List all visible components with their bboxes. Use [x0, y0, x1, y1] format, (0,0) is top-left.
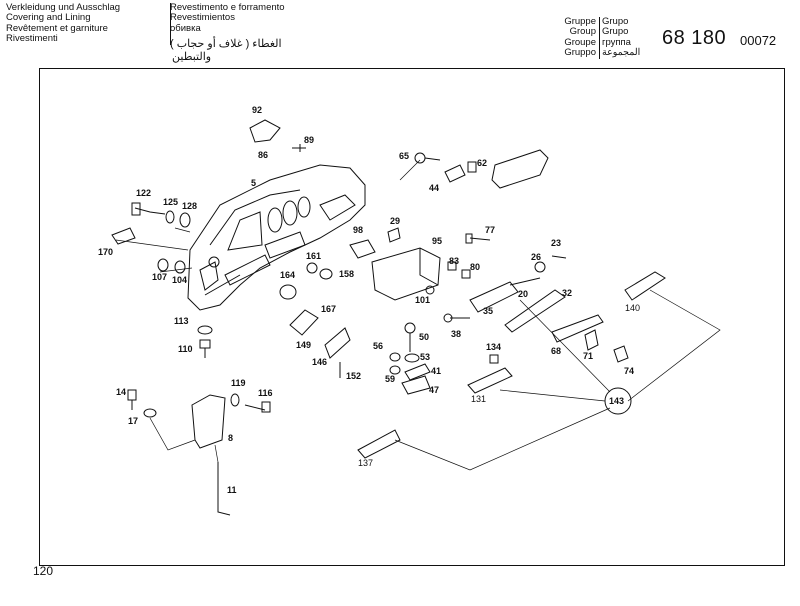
- part-label: 71: [583, 351, 593, 361]
- part-label: 131: [471, 394, 486, 404]
- title-line-de: Verkleidung und Ausschlag: [6, 2, 121, 13]
- part-label: 116: [258, 388, 273, 398]
- title-line-es: Revestimientos: [170, 12, 235, 24]
- part-label: 14: [116, 387, 126, 397]
- page-number: 120: [33, 564, 54, 578]
- title-multilingual-left: Verkleidung und Ausschlag Covering and L…: [6, 2, 171, 45]
- part-label: 149: [296, 340, 311, 350]
- part-label: 20: [518, 289, 528, 299]
- title-multilingual-right: Revestimento e forramento Revestimientos…: [170, 2, 285, 34]
- part-label: 59: [385, 374, 395, 384]
- part-label: 143: [609, 396, 624, 406]
- group-number: 68 180: [662, 27, 727, 49]
- part-label: 74: [624, 366, 634, 376]
- title-line-fr: Revêtement et garniture: [6, 22, 108, 34]
- part-label: 128: [182, 201, 197, 211]
- parts-drawings: [111, 119, 666, 516]
- part-label: 83: [449, 256, 459, 266]
- part-label: 11: [227, 485, 237, 495]
- part-label: 119: [231, 378, 246, 388]
- group-label-ru: группа: [602, 36, 631, 48]
- part-label: 41: [431, 366, 441, 376]
- dashboard-body-drawing: [187, 164, 366, 311]
- part-label: 113: [174, 316, 189, 326]
- part-label: 152: [346, 371, 361, 381]
- part-label: 35: [483, 306, 493, 316]
- part-label: 5: [251, 178, 256, 188]
- part-label: 26: [531, 252, 541, 262]
- part-label: 65: [399, 151, 409, 161]
- group-label-left: Gruppe Group Groupe Gruppo: [562, 16, 600, 59]
- title-line-ar-1: الغطاء ( غلاف أو حجاب ): [170, 38, 282, 50]
- group-label-es: Grupo: [602, 26, 629, 38]
- part-label: 161: [306, 251, 321, 261]
- group-label-right: Grupo Grupo группа المجموعة: [602, 16, 641, 59]
- document-number: 00072: [740, 33, 777, 48]
- part-label: 110: [178, 344, 193, 354]
- part-label: 170: [98, 247, 113, 257]
- part-label: 38: [451, 329, 461, 339]
- part-label: 95: [432, 236, 442, 246]
- part-label: 47: [429, 385, 439, 395]
- group-label-fr: Groupe: [564, 36, 596, 48]
- part-label: 158: [339, 269, 354, 279]
- leader-lines: [115, 159, 721, 471]
- part-label: 140: [625, 303, 640, 313]
- title-line-pt: Revestimento e forramento: [170, 2, 285, 13]
- part-label: 98: [353, 225, 363, 235]
- part-label: 125: [163, 197, 178, 207]
- group-label-it: Gruppo: [564, 47, 596, 59]
- part-label: 32: [562, 288, 572, 298]
- part-label: 62: [477, 158, 487, 168]
- title-line-ar-2: والتبطين: [172, 51, 212, 63]
- part-label: 53: [420, 352, 430, 362]
- part-label: 77: [485, 225, 495, 235]
- part-label: 56: [373, 341, 383, 351]
- part-label: 92: [252, 105, 262, 115]
- part-label: 44: [429, 183, 439, 193]
- part-label: 23: [551, 238, 561, 248]
- part-label: 101: [415, 295, 430, 305]
- part-label: 137: [358, 458, 373, 468]
- part-label: 146: [312, 357, 327, 367]
- part-label: 164: [280, 270, 295, 280]
- diagram-frame: [39, 68, 785, 566]
- part-label: 29: [390, 216, 400, 226]
- part-label: 68: [551, 346, 561, 356]
- part-label: 122: [136, 188, 151, 198]
- part-label: 50: [419, 332, 429, 342]
- group-label-en: Group: [569, 26, 596, 38]
- part-label: 80: [470, 262, 480, 272]
- part-label: 167: [321, 304, 336, 314]
- part-label: 104: [172, 275, 187, 285]
- part-label: 8: [228, 433, 233, 443]
- part-label: 107: [152, 272, 167, 282]
- group-label-ar: المجموعة: [602, 47, 641, 59]
- title-line-it: Rivestimenti: [6, 33, 58, 45]
- title-line-en: Covering and Lining: [6, 12, 91, 24]
- part-labels: 92 86 89 65 62 44 5 122 125 128 170 107 …: [98, 105, 640, 495]
- group-label-de: Gruppe: [564, 16, 596, 27]
- group-label-pt: Grupo: [602, 16, 629, 27]
- part-label: 89: [304, 135, 314, 145]
- part-label: 86: [258, 150, 268, 160]
- part-label: 134: [486, 342, 501, 352]
- title-line-ru: обивка: [170, 22, 201, 34]
- part-label: 17: [128, 416, 138, 426]
